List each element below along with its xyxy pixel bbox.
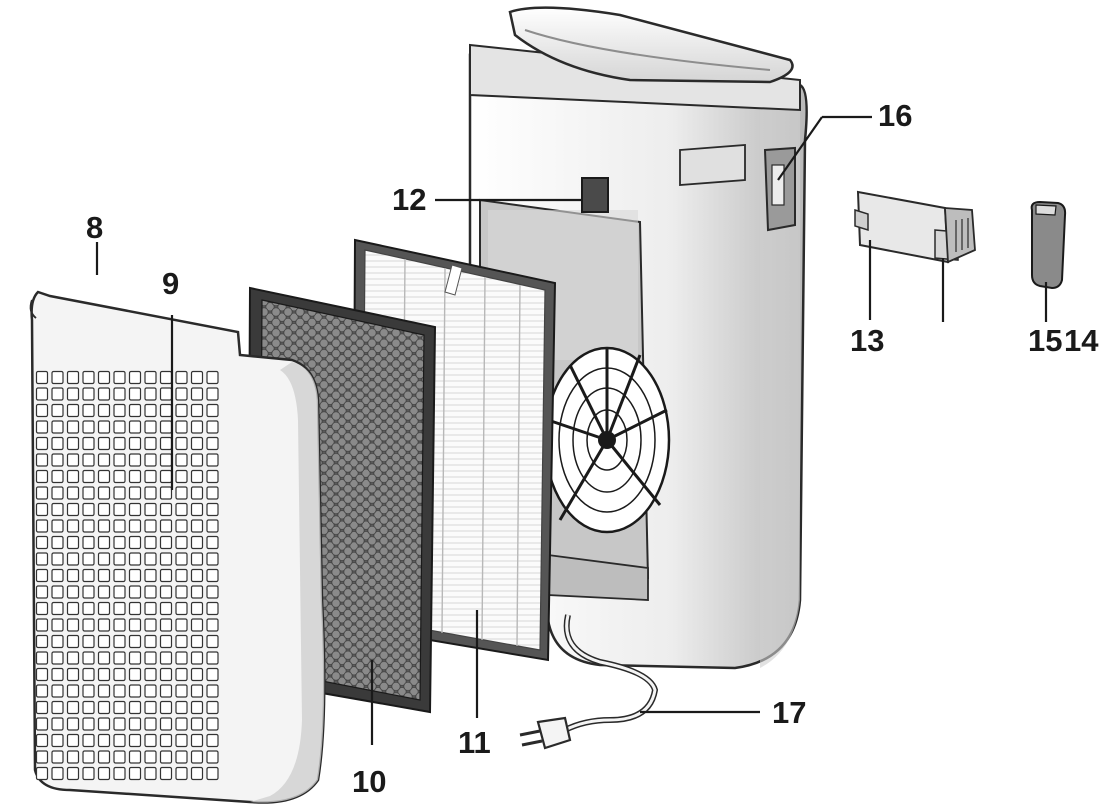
callout-12: 12 xyxy=(392,182,427,217)
fragrance-tray xyxy=(854,190,976,264)
callout-15: 15 xyxy=(1028,323,1063,358)
callout-13: 13 xyxy=(850,323,885,358)
power-cord xyxy=(519,614,659,750)
callout-9: 9 xyxy=(162,266,180,301)
front-panel xyxy=(29,290,326,804)
callout-11: 11 xyxy=(458,725,491,760)
callout-14: 14 xyxy=(1064,323,1099,358)
callout-16: 16 xyxy=(878,98,913,133)
main-housing xyxy=(468,6,808,750)
callout-17: 17 xyxy=(772,695,807,730)
fragrance-cartridge xyxy=(1030,200,1067,290)
plug xyxy=(519,716,572,750)
front-panel-grille xyxy=(35,370,221,783)
callout-8: 8 xyxy=(86,210,104,245)
fan-grille xyxy=(543,346,671,534)
sensor-window xyxy=(581,177,609,213)
callout-10: 10 xyxy=(352,764,387,799)
leader-lines xyxy=(95,115,1048,745)
top-lid xyxy=(508,6,794,84)
